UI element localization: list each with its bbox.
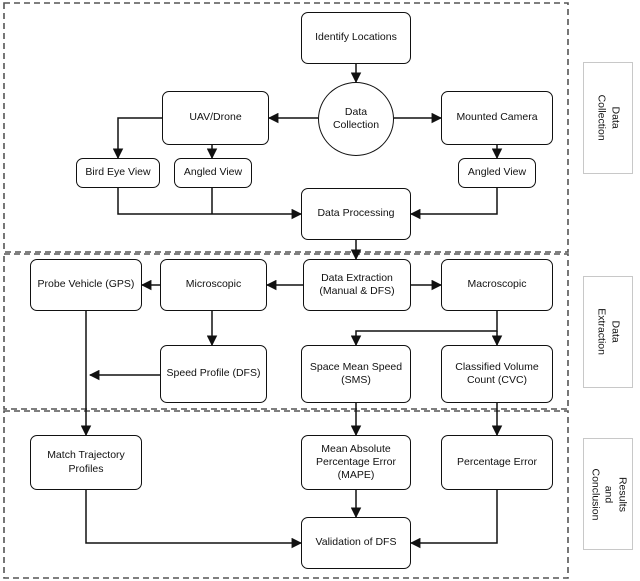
section-label-results: Results and Conclusion <box>583 438 633 550</box>
section-frames <box>3 2 569 579</box>
connectors <box>80 64 503 549</box>
data-processing-box: Data Processing <box>301 188 411 240</box>
classified-volume-count-box: Classified Volume Count (CVC) <box>441 345 553 403</box>
results-section <box>3 410 569 579</box>
match-trajectory-box: Match Trajectory Profiles <box>30 435 142 490</box>
data-collection-section <box>3 2 569 253</box>
identify-locations-box: Identify Locations <box>301 12 411 64</box>
data-extraction-section <box>3 253 569 410</box>
arrow-macroscopic-to-sms <box>350 311 498 347</box>
angled-view-uav-box: Angled View <box>174 158 252 188</box>
data-collection-circle: Data Collection <box>318 82 394 156</box>
uav-drone-box: UAV/Drone <box>162 91 269 145</box>
arrow-uav-to-birdeye <box>112 117 162 160</box>
arrow-percentage-to-validation <box>409 490 498 549</box>
validation-dfs-box: Validation of DFS <box>301 517 411 569</box>
arrow-camera-angled-to-processing <box>409 188 498 220</box>
mape-box: Mean Absolute Percentage Error (MAPE) <box>301 435 411 490</box>
space-mean-speed-box: Space Mean Speed (SMS) <box>301 345 411 403</box>
section-label-data-extraction-text: Data Extraction <box>596 308 622 356</box>
arrow-birdeye-to-processing <box>117 188 303 220</box>
bird-eye-view-box: Bird Eye View <box>76 158 160 188</box>
section-label-data-collection: Data Collection <box>583 62 633 174</box>
section-label-data-extraction: Data Extraction <box>583 276 633 388</box>
probe-vehicle-box: Probe Vehicle (GPS) <box>30 259 142 311</box>
percentage-error-box: Percentage Error <box>441 435 553 490</box>
microscopic-box: Microscopic <box>160 259 267 311</box>
mounted-camera-box: Mounted Camera <box>441 91 553 145</box>
macroscopic-box: Macroscopic <box>441 259 553 311</box>
arrow-match-to-validation <box>85 490 303 549</box>
speed-profile-box: Speed Profile (DFS) <box>160 345 267 403</box>
section-label-results-text: Results and Conclusion <box>589 468 629 520</box>
angled-view-camera-box: Angled View <box>458 158 536 188</box>
section-label-data-collection-text: Data Collection <box>596 94 622 142</box>
data-extraction-box: Data Extraction (Manual & DFS) <box>303 259 411 311</box>
